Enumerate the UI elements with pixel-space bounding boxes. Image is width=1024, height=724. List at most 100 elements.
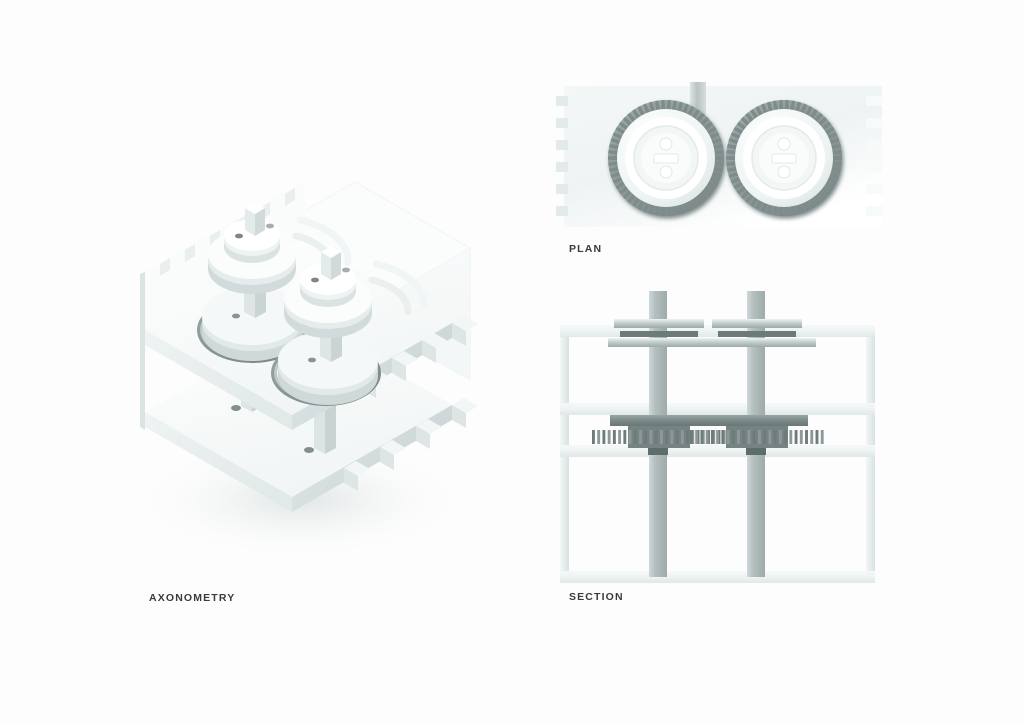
gear-tooth [686,200,695,210]
gear-tooth [818,190,828,199]
section-gear-tooth [639,430,642,444]
gear-tooth [714,161,724,166]
gear-tooth [726,155,736,161]
axonometry-disc-stack-1 [202,202,352,361]
gear-tooth [691,109,700,119]
section-gear-tooth [660,430,663,444]
section-gear-tooth [633,430,637,444]
gear-tooth [703,121,714,131]
gear-tooth [813,112,823,123]
gear-tooth [832,155,842,161]
section-gear-tooth [820,430,824,444]
axonometry-caption: AXONOMETRY [149,592,236,604]
gear-tooth [713,144,723,150]
gear-tooth [832,161,842,166]
gear-tooth [709,176,720,184]
gear-tooth [655,205,661,216]
gear-tooth [655,100,661,111]
section-gear-tooth [737,430,740,444]
gear-tooth [649,204,656,215]
plan-drawing [556,82,882,227]
gear-tooth [755,200,764,210]
gear-tooth [608,161,618,166]
section-top-plate-2 [706,319,816,347]
section-gear-tooth [700,430,704,444]
section-view [552,285,892,585]
gear-tooth [767,101,774,112]
section-gear-tooth [705,430,709,444]
section-gear-tooth [680,430,684,444]
gear-tooth [671,205,677,216]
gear-tooth [618,121,629,131]
gear-tooth [728,138,739,145]
section-gear-tooth [686,430,690,444]
section-gear-tooth [675,430,679,444]
gear-tooth [661,100,666,110]
gear-tooth [618,185,629,195]
section-gear-tooth [799,430,803,444]
gear-tooth [730,132,741,140]
plan-gear-right [726,100,842,216]
plan-left-notches [556,96,568,216]
gear-tooth [827,132,838,140]
section-caption: SECTION [569,591,624,603]
gear-tooth [695,112,705,123]
gear-tooth [740,190,750,199]
section-gear-tooth [649,430,653,444]
gear-tooth [661,206,666,216]
section-gear-tooth [592,430,595,444]
gear-tooth [643,103,650,114]
gear-tooth [666,206,671,216]
section-gear-tooth [810,430,814,444]
gear-tooth [827,176,838,184]
plan-gear-left [608,100,724,216]
section-gear-tooth [602,430,606,444]
section-gear-tooth [695,430,699,444]
gear-tooth [627,112,637,123]
plan-view [556,82,892,237]
axonometry-view [100,140,500,562]
gear-tooth [800,202,807,213]
gear-tooth [789,100,795,111]
section-gear-tooth [752,430,756,444]
gear-tooth [726,150,736,155]
gear-tooth [821,121,832,131]
gear-tooth [804,106,813,116]
section-gear-tooth [670,430,674,444]
gear-tooth [643,202,650,213]
section-gear-tooth [644,430,648,444]
section-drawing [560,291,875,583]
gear-tooth [773,100,779,111]
gear-tooth [700,190,710,199]
gear-tooth [727,166,737,172]
section-gear-tooth [597,430,601,444]
gear-tooth [709,132,720,140]
section-gear-tooth [784,430,788,444]
section-slab-mid-lower [560,445,875,457]
gear-tooth [794,101,801,112]
gear-tooth [608,155,618,161]
gear-tooth [711,171,722,178]
gear-tooth [750,197,759,207]
section-gear-tooth [805,430,808,444]
section-gear-tooth [628,430,632,444]
gear-tooth [706,126,717,135]
gear-tooth [761,103,768,114]
gear-tooth [608,150,618,155]
gear-tooth [622,190,632,199]
section-gear-tooth [612,430,616,444]
gear-tooth [622,117,632,126]
gear-tooth [784,206,789,216]
gear-tooth [615,126,626,135]
gear-tooth [632,109,641,119]
gear-tooth [745,112,755,123]
gear-tooth [779,206,784,216]
gear-tooth [818,117,828,126]
gear-tooth [610,138,621,145]
gear-tooth [706,181,717,190]
section-gear-tooth [815,430,819,444]
axonometry-disc-stack-2 [278,246,428,405]
gear-tooth [666,100,671,110]
gear-tooth [610,171,621,178]
gear-tooth [800,103,807,114]
